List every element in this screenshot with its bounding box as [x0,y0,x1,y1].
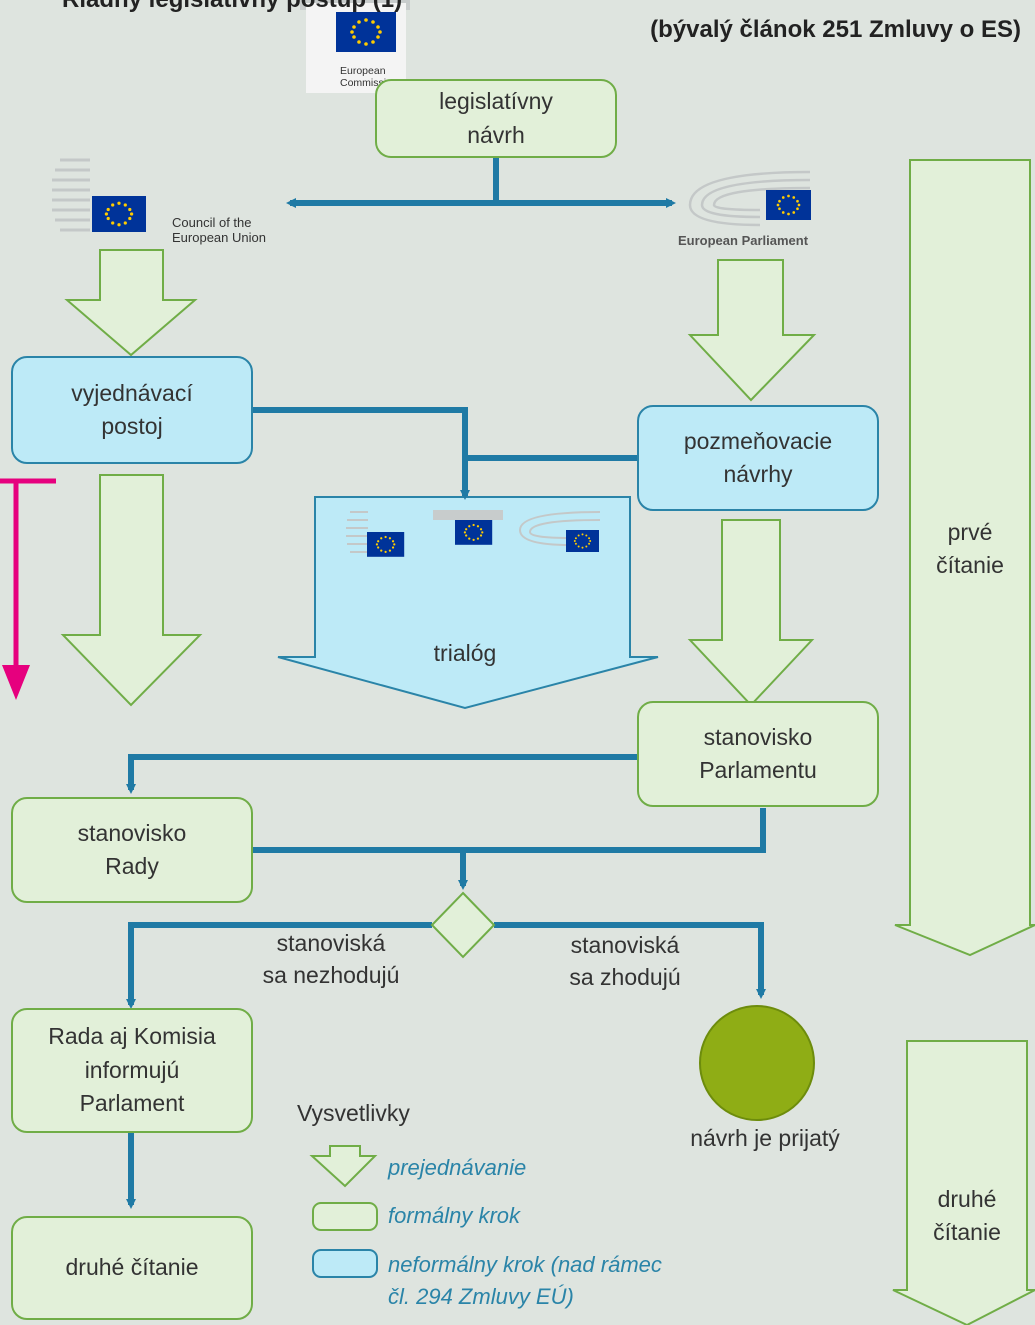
timeline-arrow [0,478,56,700]
adopted-circle [699,1005,815,1121]
consideration-arrow-parliament-long [687,519,815,707]
council-logo [52,158,146,232]
connector-position-to-trilogue [253,407,470,500]
header-subtitle: (bývalý článok 251 Zmluvy o ES) [650,16,1021,43]
connector-agree [494,922,766,999]
consideration-arrow-council-long [60,474,203,707]
parliament-logo [688,170,811,227]
trilogue-commission-icon [433,510,503,545]
parliament-logo-text: European Parliament [678,233,809,248]
council-logo-text: Council of the European Union [172,215,266,245]
header-title: Riadny legislatívny postup (1) [62,0,402,14]
trilogue-label: trialóg [433,640,497,666]
connector-disagree [126,922,432,1009]
legend-consideration-label: prejednávanie [388,1155,527,1180]
decision-diamond [430,891,496,959]
legend-formal-label: formálny krok [388,1203,521,1228]
legend-title: Vysvetlivky [297,1100,410,1126]
legend-formal-icon [312,1202,378,1231]
consideration-arrow-council [64,249,198,357]
adopted-label: návrh je prijatý [690,1125,840,1151]
legend-informal-icon [312,1249,378,1278]
second-reading-box: druhé čítanie [11,1216,253,1320]
second-reading-arrow [892,1040,1035,1325]
trilogue-parliament-icon [518,511,601,552]
commission-logo [300,0,410,93]
trilogue-council-icon [346,511,405,557]
legend-consideration-icon [309,1145,378,1188]
first-reading-arrow [894,159,1035,957]
consideration-arrow-parliament [687,259,817,402]
connector-ep-position-to-council [126,754,637,794]
connector-council-to-decision [253,808,766,853]
